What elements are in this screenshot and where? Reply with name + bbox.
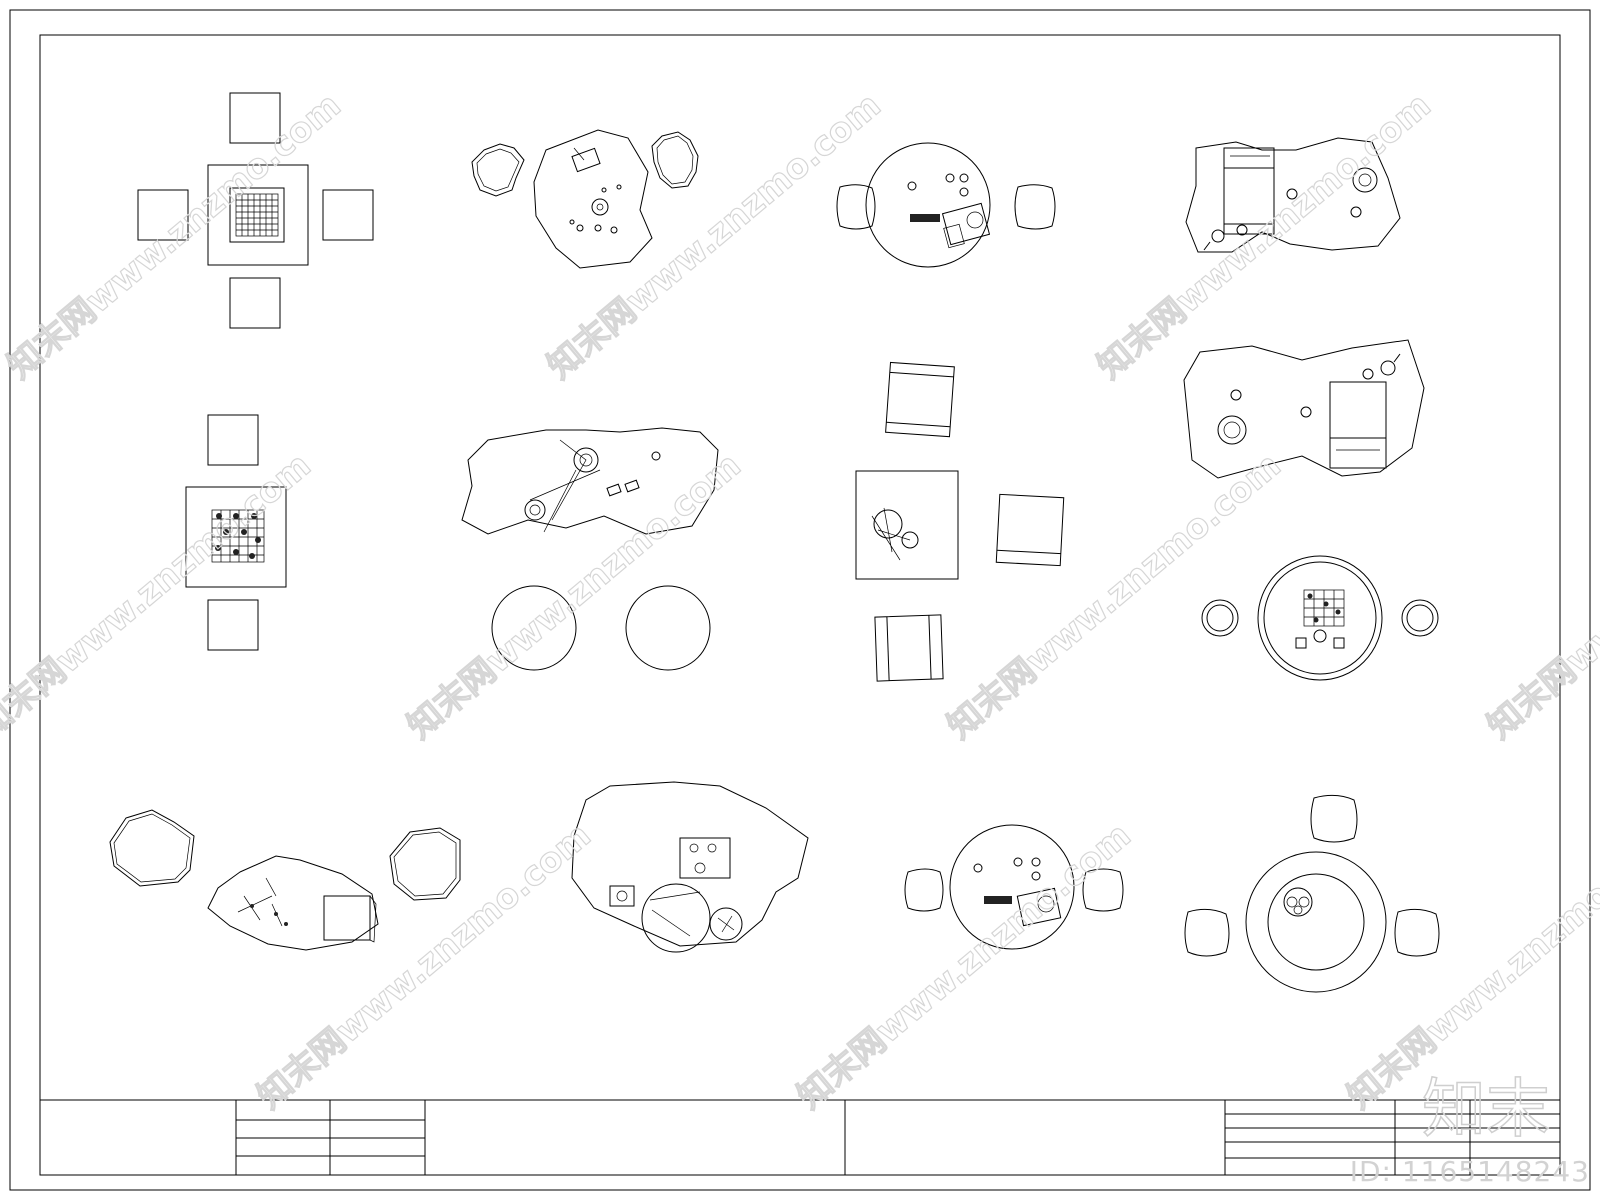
outer-border xyxy=(9,9,1591,1191)
image-id-label: ID: 1165148243 xyxy=(1349,1155,1590,1188)
square-chess-table-four-stools xyxy=(137,92,374,329)
watermark-layer: 知末网www.znzmo.com 知末网www.znzmo.com 知末网www… xyxy=(0,85,1600,1118)
drawing-frame xyxy=(39,34,1561,1176)
title-block xyxy=(40,1099,1560,1175)
rock-table-two-round-stools xyxy=(461,427,719,671)
round-chess-table-two-drums xyxy=(1201,555,1439,681)
watermark-text: 知末网www.znzmo.com xyxy=(540,85,889,387)
large-rock-table xyxy=(571,781,809,953)
watermark-text: 知末网www.znzmo.com xyxy=(0,85,349,387)
watermark-text: 知末网www.znzmo.com xyxy=(0,445,319,747)
round-table-three-stools xyxy=(1184,794,1440,993)
watermark-text: 知末网www.znzmo.com xyxy=(1480,445,1600,747)
rock-table-two-seats-b xyxy=(1183,339,1425,479)
rock-table-two-rock-stools xyxy=(471,129,699,269)
round-table-two-chairs-b xyxy=(904,824,1124,950)
watermark-logo: 知末 xyxy=(1421,1072,1551,1148)
watermark-text: 知末网www.znzmo.com xyxy=(400,445,749,747)
watermark-text: 知末网www.znzmo.com xyxy=(790,815,1139,1117)
square-chess-table-two-stools xyxy=(185,414,287,651)
round-table-two-chairs xyxy=(836,142,1056,268)
watermark-text: 知末网www.znzmo.com xyxy=(940,445,1289,747)
rock-table-two-seats-a xyxy=(1185,137,1401,253)
rock-table-two-rock-stools-b xyxy=(109,809,461,951)
square-table-three-chairs xyxy=(855,361,1065,682)
